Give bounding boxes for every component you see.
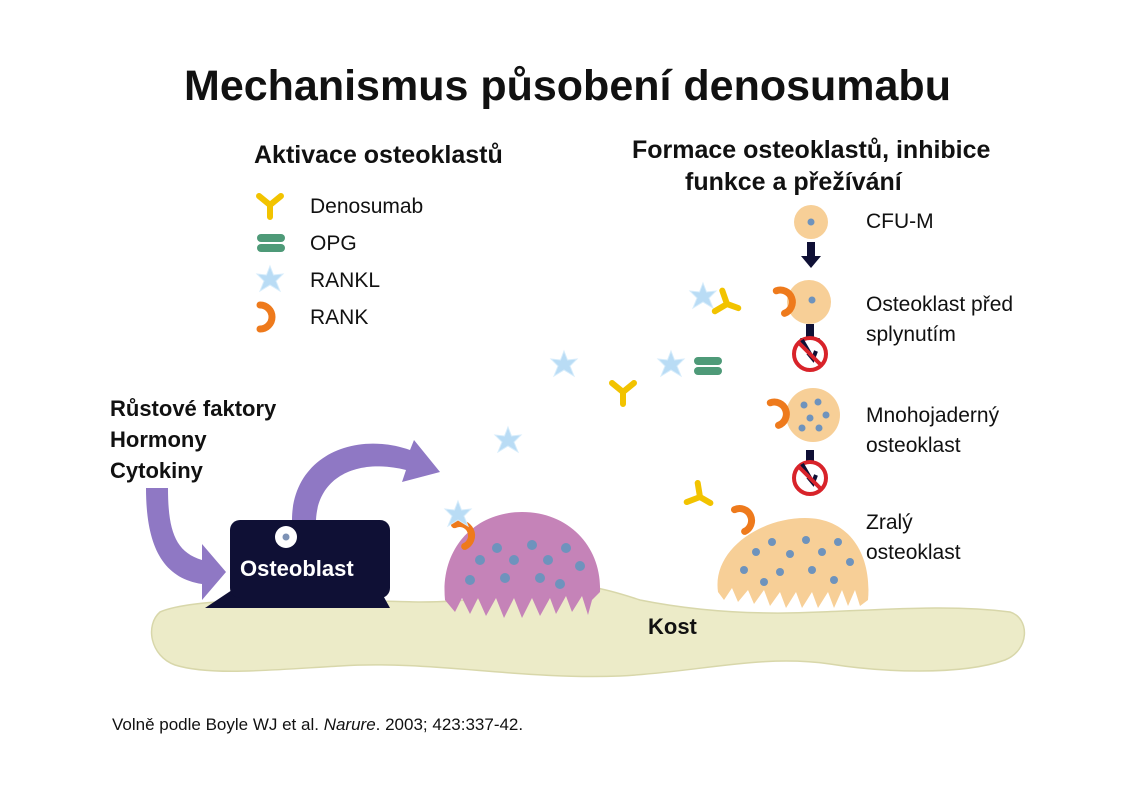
legend-label-rank: RANK [310,306,369,329]
mature-osteoclast [717,505,869,608]
factor-hormones: Hormony [110,427,207,452]
factor-growth: Růstové faktory [110,396,277,421]
rankl-floating-1 [494,426,522,453]
factors-list: Růstové faktory Hormony Cytokiny [110,393,276,486]
denosumab-icon [259,196,281,217]
denosumab-floating-2 [715,291,742,319]
inhibition-sign-1 [792,324,828,372]
denosumab-floating-3 [687,483,716,513]
diagram-title: Mechanismus působení denosumabu [184,62,951,110]
active-osteoclast [444,500,601,618]
factor-cytokines: Cytokiny [110,458,203,483]
cfu-m-cell [794,205,828,239]
osteoblast-label: Osteoblast [240,556,354,581]
multinucleated-cell [770,388,840,442]
factors-arrow [146,488,226,600]
preosteoclast-cell [776,280,831,324]
stage-arrow-1 [801,242,821,268]
legend-label-denosumab: Denosumab [310,195,424,218]
legend-label-opg: OPG [310,232,357,255]
rankl-floating-4 [689,282,717,309]
denosumab-floating-1 [612,383,634,404]
left-header: Aktivace osteoklastů [254,141,503,169]
bone-label: Kost [648,614,697,639]
inhibition-sign-2 [792,450,828,496]
citation: Volně podle Boyle WJ et al. Narure. 2003… [112,715,524,734]
curved-arrow [292,440,440,520]
stage-label-mature: Zralý osteoklast [866,511,961,564]
rankl-floating-3 [657,350,685,377]
rank-icon [260,305,272,329]
stage-label-multinucleated: Mnohojaderný osteoklast [866,404,1000,457]
rankl-floating-2 [550,350,578,377]
right-header-line1: Formace osteoklastů, inhibice [632,136,991,164]
stage-label-cfu-m: CFU-M [866,210,934,233]
opg-icon [257,234,285,252]
osteoblast-cell [205,520,390,608]
stage-label-preosteoclast: Osteoklast před splynutím [866,293,1014,346]
rankl-icon [256,265,284,292]
opg-floating [694,357,722,375]
right-header-line2: funkce a přežívání [685,168,902,196]
legend-label-rankl: RANKL [310,269,381,292]
